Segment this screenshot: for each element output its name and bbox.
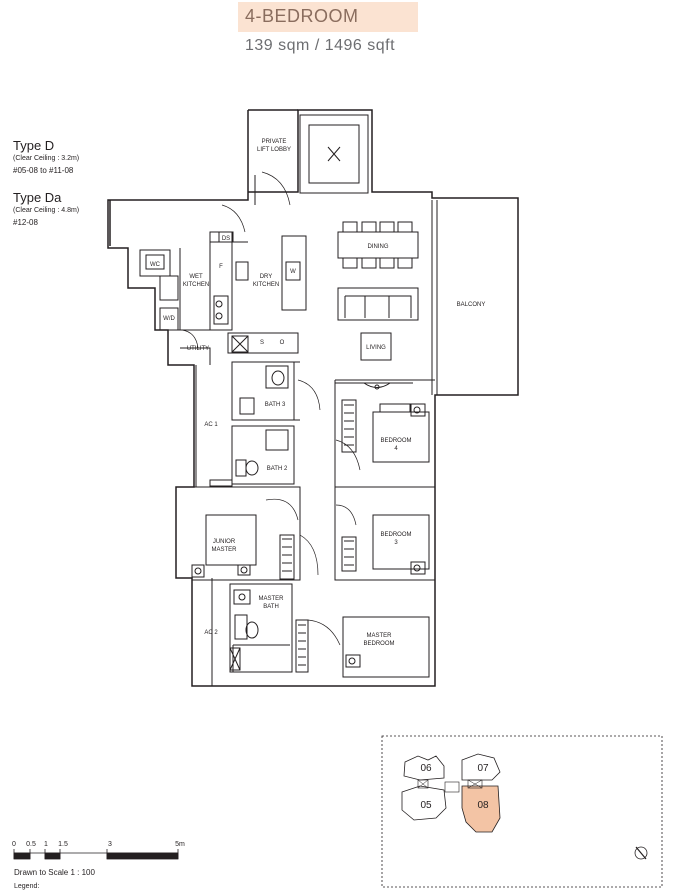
lift-lobby-label-1: PRIVATE: [262, 139, 287, 145]
key-unit-07: 07: [477, 763, 489, 774]
north-arrow-icon: [634, 846, 648, 860]
type-d-label: Type D: [13, 138, 55, 153]
private-lift-lobby: [254, 114, 369, 206]
scale-tick-0: 0: [12, 841, 16, 848]
sofa: [337, 287, 419, 321]
wd-label: W/D: [163, 316, 175, 322]
ac2-label: AC 2: [204, 630, 218, 636]
utility-label: UTILITY: [187, 346, 209, 352]
bedroom3-label-2: 3: [394, 540, 398, 546]
bedroom-3: [334, 487, 435, 581]
key-unit-08: 08: [477, 800, 489, 811]
scale-tick-0-5: 0.5: [26, 841, 36, 848]
wc-label: WC: [150, 262, 161, 268]
type-d-units: #05-08 to #11-08: [13, 166, 74, 175]
dry-kitchen-label-2: KITCHEN: [253, 282, 279, 288]
s-label: S: [260, 340, 264, 346]
master-bath-label-2: BATH: [263, 604, 279, 610]
type-d-ceiling: (Clear Ceiling : 3.2m): [13, 155, 80, 162]
wet-kitchen-label-1: WET: [189, 274, 203, 280]
key-plan: [381, 735, 663, 888]
balcony-label: BALCONY: [457, 302, 486, 308]
bath2-label: BATH 2: [267, 466, 288, 472]
ac1-label: AC 1: [204, 422, 218, 428]
legend-label: Legend:: [14, 883, 40, 890]
bedroom4-label-1: BEDROOM: [380, 438, 411, 444]
header-badge: [238, 2, 418, 32]
type-da-label: Type Da: [13, 190, 62, 205]
outer-walls: [107, 109, 519, 687]
bedroom-4: [334, 379, 435, 488]
o-label: O: [280, 340, 285, 346]
bath3-label: BATH 3: [265, 402, 286, 408]
master-bedroom: [307, 616, 430, 678]
scale-tick-3: 3: [108, 841, 112, 848]
scale-bar: [13, 849, 179, 860]
living-label: LIVING: [366, 345, 386, 351]
type-da-ceiling: (Clear Ceiling : 4.8m): [13, 207, 80, 214]
dining-table: [337, 221, 419, 269]
bath-3: [231, 361, 300, 421]
living-console: [360, 332, 392, 361]
master-bedroom-label-2: BEDROOM: [363, 641, 394, 647]
scale-tick-1-5: 1.5: [58, 841, 68, 848]
kitchen: [209, 204, 307, 354]
dining-label: DINING: [368, 244, 389, 250]
ds-label: DS: [222, 236, 230, 242]
type-da-units: #12-08: [13, 218, 38, 227]
dry-kitchen-label-1: DRY: [260, 274, 273, 280]
unit-title: 4-BEDROOM: [245, 6, 359, 26]
junior-master-label-2: MASTER: [211, 547, 237, 553]
master-bath-label-1: MASTER: [258, 596, 284, 602]
master-bath: [211, 578, 309, 686]
junior-master-label-1: JUNIOR: [213, 539, 236, 545]
bath-2: [209, 425, 295, 487]
key-unit-06: 06: [420, 763, 432, 774]
master-bedroom-label-1: MASTER: [366, 633, 392, 639]
scale-caption: Drawn to Scale 1 : 100: [14, 868, 95, 877]
scale-tick-1: 1: [44, 841, 48, 848]
unit-area: 139 sqm / 1496 sqft: [245, 37, 396, 54]
room-labels: PRIVATE LIFT LOBBY DS WC WET KITCHEN F D…: [150, 139, 485, 647]
wet-kitchen-label-2: KITCHEN: [183, 282, 209, 288]
key-plan-unit-08-highlight: [461, 785, 501, 833]
bedroom3-label-1: BEDROOM: [380, 532, 411, 538]
lift-lobby-label-2: LIFT LOBBY: [257, 147, 291, 153]
corridor-doors: [265, 379, 361, 576]
scale-tick-5m: 5m: [175, 841, 185, 848]
junior-master: [176, 486, 301, 581]
balcony: [431, 200, 438, 395]
f-label: F: [219, 264, 223, 270]
w-label: W: [290, 269, 296, 275]
bedroom4-label-2: 4: [394, 446, 398, 452]
key-unit-05: 05: [420, 800, 432, 811]
wet-kitchen: [139, 248, 211, 365]
